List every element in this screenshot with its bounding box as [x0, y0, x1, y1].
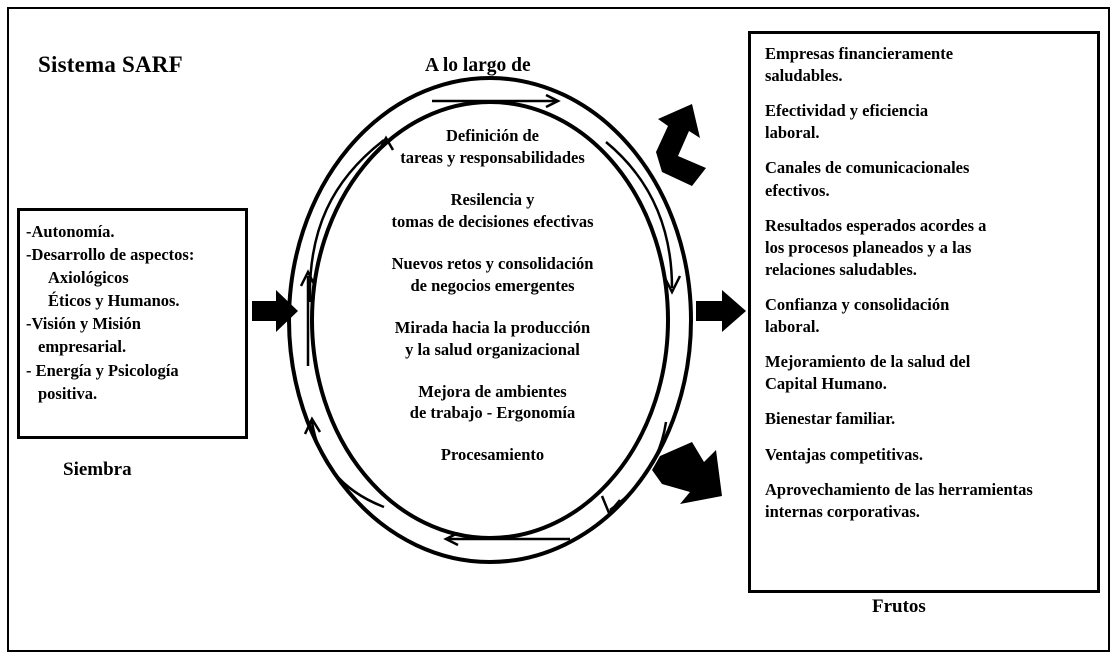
arrow-process-to-output-down-icon — [652, 442, 722, 504]
output-stage-label: Frutos — [872, 596, 926, 617]
output-item-line: efectivos. — [765, 180, 830, 200]
output-item: Canales de comunicacionales efectivos. — [765, 157, 1087, 201]
output-item-line: Aprovechamiento de las herramientas — [765, 479, 1033, 499]
cycle-upper-right-arrow-icon — [605, 141, 682, 295]
cycle-bottom-arrow-icon — [443, 531, 570, 547]
page-title: Sistema SARF — [38, 52, 183, 77]
output-item: Efectividad y eficiencia laboral. — [765, 100, 1087, 144]
process-item-line: tomas de decisiones efectivas — [391, 211, 594, 231]
output-item-line: Bienestar familiar. — [765, 409, 896, 429]
input-line: Éticos y Humanos. — [48, 291, 180, 311]
process-item-line: y la salud organizacional — [405, 339, 580, 359]
outer-border — [7, 7, 1110, 652]
output-item-line: Empresas financieramente — [765, 44, 954, 63]
output-item-line: internas corporativas. — [765, 501, 920, 521]
process-cycle-oval — [287, 76, 693, 564]
output-item-line: laboral. — [765, 317, 820, 337]
process-item-line: Procesamiento — [440, 445, 545, 465]
process-item: Mirada hacia la producción y la salud or… — [300, 317, 685, 361]
output-item-line: Efectividad y eficiencia — [765, 101, 929, 121]
process-item-line: Resilencia y — [450, 189, 535, 209]
output-item-line: relaciones saludables. — [765, 259, 917, 279]
output-item: Ventajas competitivas. — [765, 444, 1087, 466]
process-stage-label: A lo largo de — [425, 55, 531, 76]
output-item-line: Capital Humano. — [765, 374, 887, 394]
input-box: -Autonomía. -Desarrollo de aspectos: Axi… — [17, 208, 248, 439]
input-line: positiva. — [38, 383, 98, 403]
output-item: Aprovechamiento de las herramientas inte… — [765, 479, 1087, 523]
output-item: Mejoramiento de la salud del Capital Hum… — [765, 351, 1087, 395]
output-box: Empresas financieramente saludables. Efe… — [748, 31, 1100, 593]
input-line: -Visión y Misión — [26, 314, 141, 334]
process-item: Mejora de ambientes de trabajo - Ergonom… — [300, 381, 685, 425]
process-item-line: tareas y responsabilidades — [400, 147, 585, 167]
process-items: Definición de tareas y responsabilidades… — [300, 125, 685, 466]
process-item-line: Nuevos retos y consolidación — [391, 253, 594, 273]
process-item: Resilencia y tomas de decisiones efectiv… — [300, 189, 685, 233]
process-item-line: Definición de — [445, 126, 540, 145]
process-item-line: Mejora de ambientes — [418, 381, 567, 401]
output-item: Resultados esperados acordes a los proce… — [765, 215, 1087, 281]
input-box-content: -Autonomía. -Desarrollo de aspectos: Axi… — [20, 211, 245, 405]
process-item: Procesamiento — [300, 444, 685, 466]
output-item-line: Canales de comunicacionales — [765, 158, 970, 178]
cycle-lower-right-arrow-icon — [600, 421, 668, 516]
input-stage-label: Siembra — [63, 459, 132, 480]
output-item-line: Ventajas competitivas. — [765, 444, 923, 464]
output-item-line: Confianza y consolidación — [765, 294, 950, 314]
output-item-line: saludables. — [765, 66, 843, 86]
arrow-process-to-output-icon — [696, 290, 746, 332]
process-item-line: Mirada hacia la producción — [394, 317, 591, 337]
process-item: Definición de tareas y responsabilidades — [300, 125, 685, 169]
arrow-process-to-output-up-icon — [656, 104, 706, 186]
output-item: Bienestar familiar. — [765, 408, 1087, 430]
output-item: Confianza y consolidación laboral. — [765, 294, 1087, 338]
input-line: -Desarrollo de aspectos: — [26, 245, 195, 265]
input-line: - Energía y Psicología — [26, 360, 179, 380]
process-item-line: de trabajo - Ergonomía — [409, 403, 576, 423]
input-line: -Autonomía. — [26, 222, 115, 241]
cycle-top-arrow-icon — [432, 93, 561, 109]
cycle-mid-left-arrow-icon — [299, 269, 317, 366]
process-item-line: de negocios emergentes — [410, 275, 575, 295]
arrow-input-to-process-icon — [252, 290, 298, 332]
output-item-line: los procesos planeados y a las — [765, 237, 972, 257]
output-item: Empresas financieramente saludables. — [765, 43, 1087, 87]
cycle-lower-left-arrow-icon — [303, 416, 385, 509]
output-box-content: Empresas financieramente saludables. Efe… — [751, 34, 1097, 523]
output-item-line: Resultados esperados acordes a — [765, 215, 987, 235]
output-item-line: Mejoramiento de la salud del — [765, 352, 971, 372]
input-line: empresarial. — [38, 337, 127, 357]
input-line: Axiológicos — [48, 268, 129, 288]
process-item: Nuevos retos y consolidación de negocios… — [300, 253, 685, 297]
output-item-line: laboral. — [765, 123, 820, 143]
